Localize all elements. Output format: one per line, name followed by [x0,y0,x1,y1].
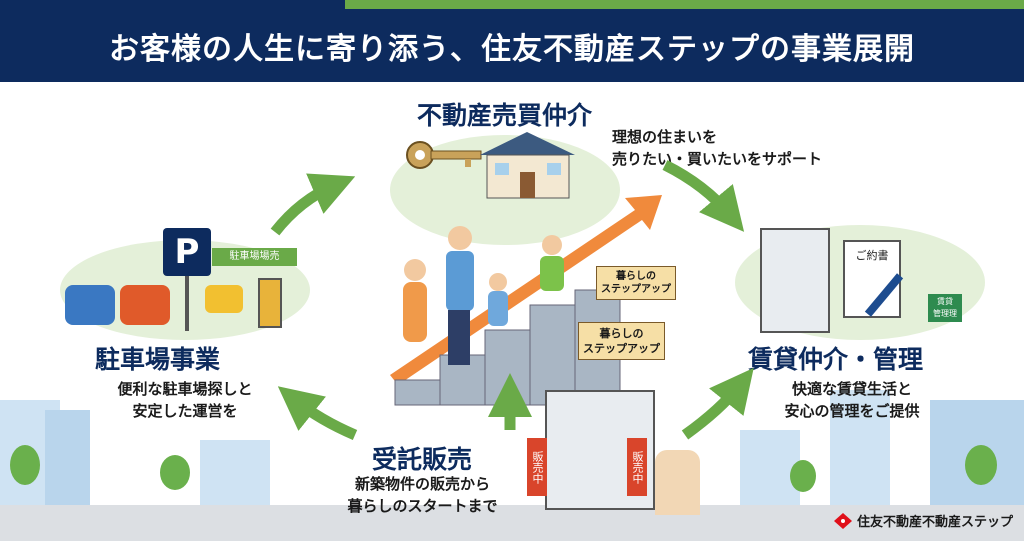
desc-line: 売りたい・買いたいをサポート [612,150,823,168]
tree [965,445,997,485]
parking-meter [258,278,282,328]
rental-title: 賃貸仲介・管理 [748,345,924,374]
parking-lot-sign: 駐車場場売 [212,248,297,266]
car-icon [205,285,243,313]
desc-line: 理想の住まいを [612,128,718,146]
step-up-sign: 暮らしの ステップアップ [596,266,676,300]
rental-description: 快適な賃貸生活と 安心の管理をご提供 [772,378,932,422]
for-sale-banner: 販売中 [627,438,647,496]
sign-line: 暮らしの [616,271,656,282]
tree [160,455,190,490]
arrow-parking-to-brokerage [270,173,356,236]
arrow-brokerage-to-rental [662,160,745,232]
house-icon [475,130,580,200]
sign-line: 暮らしの [599,327,644,340]
step-up-illustration [390,195,662,406]
car-icon [120,285,170,325]
consignment-title: 受託販売 [372,445,473,474]
desc-line: 便利な駐車場探しと [117,380,253,398]
sign-line: 管理理 [933,309,957,318]
sign-line: ステップアップ [583,342,660,355]
for-sale-banner: 販売中 [527,438,547,496]
page-title: お客様の人生に寄り添う、住友不動産ステップの事業展開 [109,32,915,67]
tree [10,445,40,485]
brokerage-description: 理想の住まいを 売りたい・買いたいをサポート [612,126,822,170]
city-building [45,410,90,505]
logo-mark-icon [834,512,852,529]
sign-line: ステップアップ [601,284,671,295]
car-icon [65,285,115,325]
key-icon [405,140,485,170]
accent-strip [345,0,1024,9]
parking-description: 便利な駐車場探しと 安定した運営を [105,378,265,422]
parking-sign: P [163,228,211,276]
family-icon [403,226,564,365]
arrow-consignment-to-rental [681,367,754,440]
desc-line: 暮らしのスタートまで [347,497,498,515]
step-up-sign: 暮らしの ステップアップ [578,322,665,360]
city-building [200,440,270,505]
sign-line: 賃貸 [937,297,953,306]
header-banner [0,0,1024,82]
parking-title: 駐車場事業 [95,345,221,374]
rental-sign: 賃貸 管理理 [928,294,962,322]
city-building [740,430,800,505]
desc-line: 快適な賃貸生活と [791,380,912,398]
company-logo: 住友不動産不動産ステップ [834,511,1013,530]
desc-line: 安定した運営を [132,402,238,420]
brokerage-title: 不動産売買仲介 [417,101,593,130]
apartment-building [760,228,830,333]
tree [790,460,816,492]
consignment-description: 新築物件の販売から 暮らしのスタートまで [340,473,505,517]
family-icon [655,450,700,515]
city-building [830,390,890,505]
road [0,505,1024,541]
sign-pole [185,276,189,331]
desc-line: 新築物件の販売から [354,475,490,493]
desc-line: 安心の管理をご提供 [784,402,920,420]
logo-text: 住友不動産不動産ステップ [857,515,1014,530]
arrow-consignment-to-parking [277,386,358,441]
